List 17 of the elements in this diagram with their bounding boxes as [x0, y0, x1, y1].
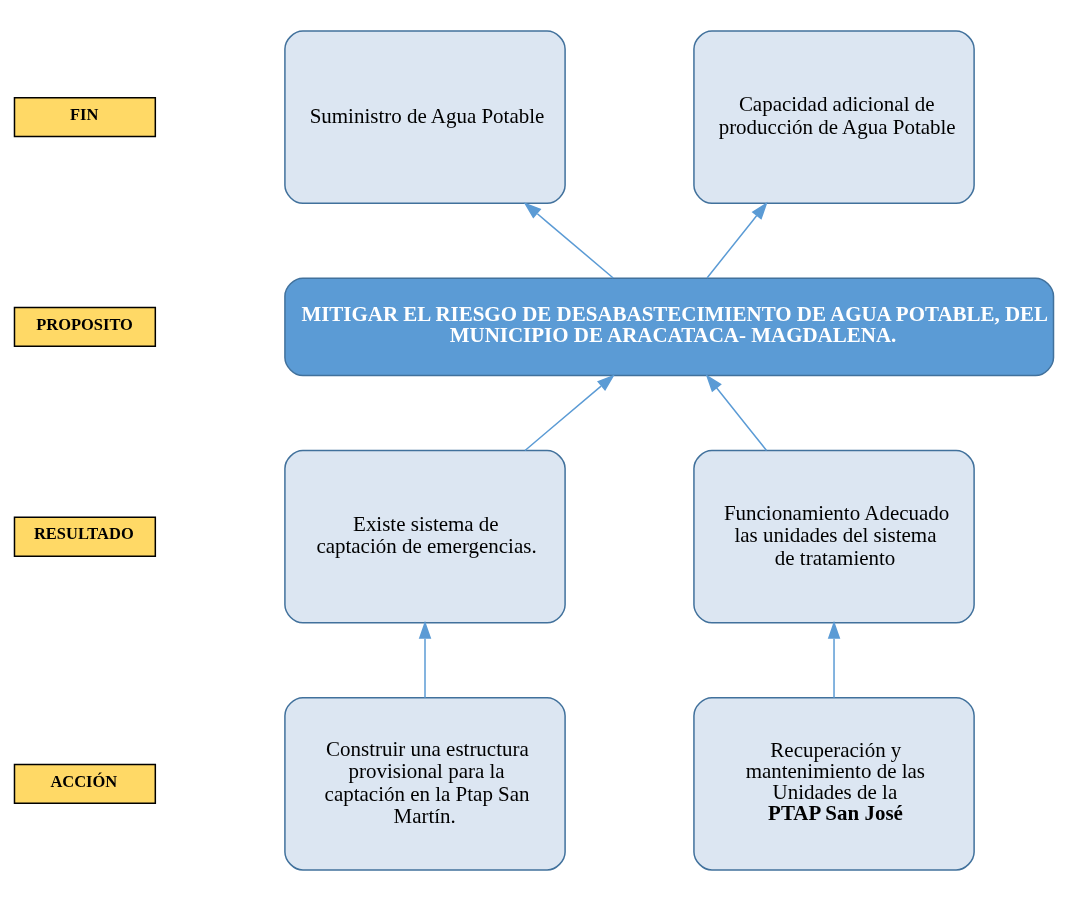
arrow: [705, 374, 768, 452]
arrow: [418, 620, 432, 699]
node-box: Funcionamiento Adecuado las unidades del sistema de tratamiento: [693, 449, 975, 624]
node-box: Capacidad adicional de producción de Agua Potable: [693, 30, 975, 205]
node-box: Construir una estructura provisional para la captación en la Ptap San Martín.: [284, 696, 566, 871]
node-box: Existe sistema de captación de emergencias.: [284, 449, 566, 624]
arrow: [523, 202, 614, 279]
node-box: Recuperación y mantenimiento de las Unidades de la PTAP San José: [693, 696, 975, 871]
node-box: RESULTADO: [13, 516, 157, 557]
node-box: MITIGAR EL RIESGO DE DESABASTECIMIENTO DE AGUA POTABLE, DEL MUNICIPIO DE ARACATACA- MAGDALENA.: [284, 277, 1055, 377]
arrow: [524, 374, 615, 452]
node-box: PROPOSITO: [13, 306, 157, 348]
arrow: [827, 620, 841, 699]
node-box: FIN: [13, 96, 157, 138]
node-box: ACCIÓN: [13, 763, 157, 805]
arrow: [706, 201, 768, 279]
node-box: Suministro de Agua Potable: [284, 30, 566, 205]
